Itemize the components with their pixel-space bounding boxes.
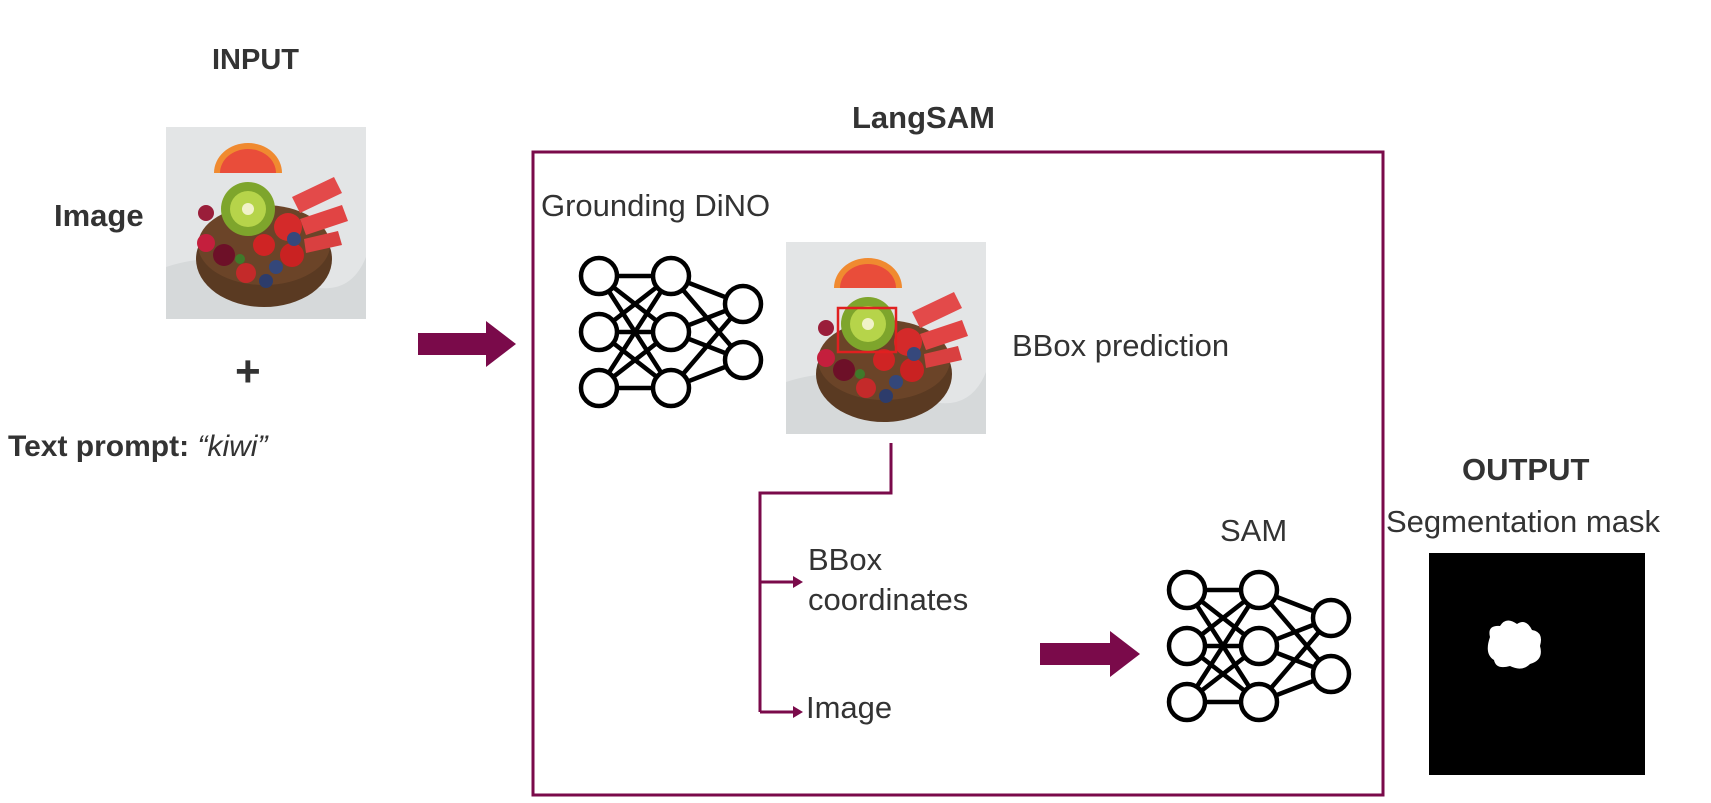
segmentation-mask	[1429, 553, 1645, 775]
arrow-right-icon	[1040, 631, 1140, 677]
bbox-prediction-image	[786, 242, 986, 434]
bbox-coordinates-line2: coordinates	[808, 582, 969, 617]
grounding-dino-label: Grounding DiNO	[541, 188, 771, 223]
segmentation-mask-label: Segmentation mask	[1386, 504, 1660, 539]
arrowhead-icon	[793, 706, 803, 718]
sam-label: SAM	[1220, 513, 1288, 548]
plus-sign: +	[235, 347, 261, 396]
image-label: Image	[54, 198, 144, 233]
langsam-frame	[531, 150, 1385, 797]
bbox-coordinates-line1: BBox	[808, 542, 883, 577]
langsam-title: LangSAM	[852, 100, 995, 135]
text-prompt-label: Text prompt:	[8, 430, 190, 463]
bbox-coordinates-label: BBox coordinates	[808, 540, 968, 620]
output-heading: OUTPUT	[1462, 452, 1590, 487]
grounding-dino-network-icon	[581, 258, 761, 406]
image-output-label: Image	[806, 690, 893, 725]
text-prompt-value: “kiwi”	[197, 430, 268, 463]
bbox-prediction-label: BBox prediction	[1012, 328, 1230, 363]
input-fruit-image	[166, 127, 366, 319]
arrow-right-icon	[418, 321, 516, 367]
text-prompt: Text prompt: “kiwi”	[8, 430, 267, 464]
input-heading: INPUT	[212, 44, 299, 76]
bbox-rectangle	[836, 306, 898, 354]
arrowhead-icon	[793, 576, 803, 588]
sam-network-icon	[1169, 572, 1349, 720]
bbox-connector	[758, 443, 893, 714]
